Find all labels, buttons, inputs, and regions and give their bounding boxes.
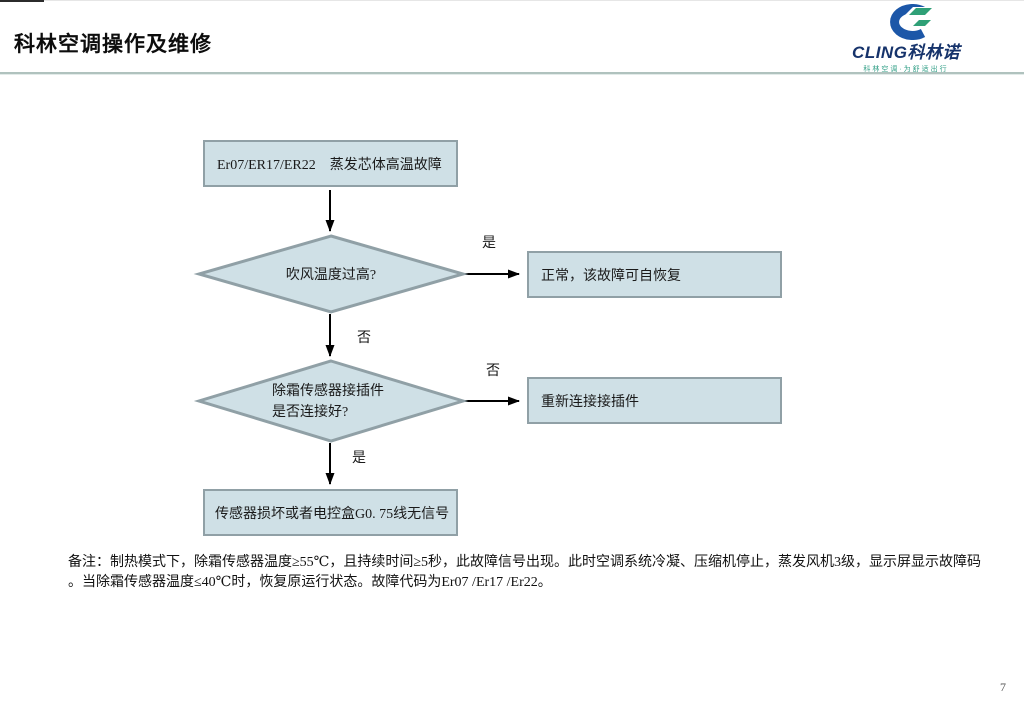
start-node-label: Er07/ER17/ER22 蒸发芯体高温故障 <box>217 157 442 173</box>
decision2-label-line2: 是否连接好? <box>272 405 349 420</box>
result-reconnect-label: 重新连接接插件 <box>541 394 639 410</box>
decision1-label: 吹风温度过高? <box>285 268 377 283</box>
brand-logo: CLING科林诺 科林空调·为舒适出行 <box>836 4 976 73</box>
result-normal-node: 正常，该故障可自恢复 <box>527 251 782 298</box>
edge-label-no-2: 否 <box>486 364 500 379</box>
edge-label-yes-1: 是 <box>482 236 496 251</box>
start-node: Er07/ER17/ER22 蒸发芯体高温故障 <box>203 140 458 187</box>
edge-label-yes-2: 是 <box>352 451 366 466</box>
decision1-node: 吹风温度过高? <box>199 240 463 308</box>
remark-note-line1: 备注：制热模式下，除霜传感器温度≥55℃，且持续时间≥5秒，此故障信号出现。此时… <box>68 555 982 570</box>
decision2-label-line1: 除霜传感器接插件 <box>272 384 384 399</box>
remark-note-line2: 。当除霜传感器温度≤40℃时，恢复原运行状态。故障代码为Er07 /Er17 /… <box>68 575 552 590</box>
page-title: 科林空调操作及维修 <box>14 33 212 56</box>
header-divider <box>0 72 1024 74</box>
cling-logo-icon <box>890 4 932 40</box>
page-number: 7 <box>1000 680 1006 694</box>
decision2-node: 除霜传感器接插件 是否连接好? <box>272 381 384 423</box>
end-node-label: 传感器损坏或者电控盒G0. 75线无信号 <box>215 506 450 522</box>
edge-label-no-1: 否 <box>357 331 371 346</box>
brand-tagline: 科林空调·为舒适出行 <box>863 66 949 73</box>
result-reconnect-node: 重新连接接插件 <box>527 377 782 424</box>
header-divider-highlight <box>0 74 1024 75</box>
remark-note: 备注：制热模式下，除霜传感器温度≥55℃，且持续时间≥5秒，此故障信号出现。此时… <box>68 553 988 593</box>
decision1-diamond <box>193 234 469 314</box>
end-node: 传感器损坏或者电控盒G0. 75线无信号 <box>203 489 458 536</box>
decision2-diamond <box>193 359 469 443</box>
top-edge-dark-segment <box>0 0 44 2</box>
result-normal-label: 正常，该故障可自恢复 <box>541 268 681 284</box>
brand-name: CLING科林诺 <box>852 43 960 62</box>
top-edge-line <box>0 0 1024 1</box>
